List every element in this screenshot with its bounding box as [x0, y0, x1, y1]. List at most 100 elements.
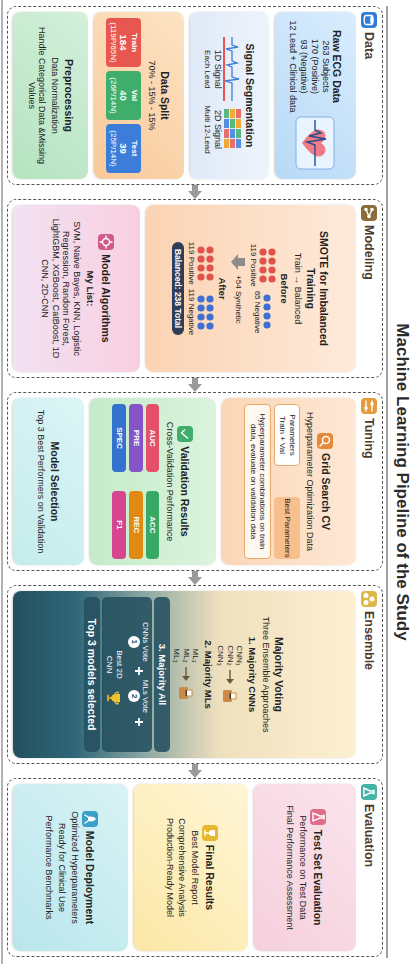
body-text: Production-Ready Model [164, 818, 175, 917]
body-text: 70% - 15% - 15% [146, 60, 157, 130]
stage-arrow [188, 378, 202, 392]
box-title: Final Results [204, 845, 217, 910]
edge-rule [2, 0, 3, 964]
icon [361, 591, 377, 607]
icon-holder [134, 666, 144, 676]
chip-box: REC [129, 491, 143, 559]
text-row: Model Selection [48, 404, 61, 559]
icon-holder [177, 426, 193, 442]
text-row: After [217, 211, 228, 366]
body-text: Ready for Clinical Use [56, 823, 67, 912]
body-text: Optimized Hyperparameters [69, 811, 80, 924]
chip-box: Val40(26P/14N) [106, 71, 141, 120]
sample-dots [196, 294, 215, 331]
text-row: Three Ensemble Approaches [260, 597, 271, 752]
text-row: Preprocessing [62, 18, 75, 173]
body-text: Best Model Report [189, 830, 200, 905]
child-area: SMOTE for Imbalanced TrainingTrain → Bal… [13, 205, 356, 372]
text-row: Optimized Hyperparameters [69, 790, 80, 945]
icon [361, 784, 377, 800]
small-text: Multi 12-Lead [203, 105, 213, 153]
small-text: CNNs Vote [141, 622, 151, 662]
section-title: 40 [118, 90, 129, 101]
body-text: Three Ensemble Approaches [260, 616, 271, 732]
text-row: SMOTE for Imbalanced Training [305, 211, 330, 366]
chip-box: Hyperparameter combinations on train dat… [244, 404, 271, 559]
icon [310, 809, 326, 825]
small-text: CNN₁ [235, 645, 245, 665]
text-row: 119 Positive65 Negative [248, 211, 277, 366]
process-box: Signal Segmentation1D SignalEach Lead2D … [190, 12, 269, 179]
text-row: Before [279, 211, 290, 366]
body-text: SVM, Naive Bayes, KNN, Logistic Regressi… [39, 211, 82, 366]
text-row: Test [129, 125, 139, 172]
title-rule [387, 6, 388, 958]
panel-heading: Ensemble [362, 611, 377, 670]
chip-box: ACC [146, 491, 160, 559]
text-row: Comprehensive Analysis [177, 790, 188, 945]
icon [98, 234, 114, 250]
text-row: Majority Voting [273, 597, 286, 752]
icon-holder [361, 205, 377, 221]
text-row: Top 3 Best Performers on Validation [36, 404, 47, 559]
icon [202, 825, 218, 841]
chip-box: ParametersTrain + Val [274, 404, 299, 466]
text-group: 119 Negative [186, 289, 215, 336]
small-text: MLs Vote [141, 680, 151, 713]
chip-box: Train184(119P/65N) [106, 18, 141, 67]
text-group: CNN₁CNN₂CNN₃ [216, 645, 245, 666]
small-text: 119 Positive [186, 242, 196, 285]
small-text: REC [131, 516, 141, 533]
text-row: Handle Categorical Data &Missing Values [26, 18, 48, 173]
box-title: Model Algorithms [99, 254, 112, 342]
text-group: CNNs Vote1 [128, 622, 151, 662]
icon [82, 811, 98, 827]
small-text: CNN₂ [225, 645, 235, 665]
body-text: Final Performance Assessment [284, 805, 295, 930]
small-text: Best 2D CNN [104, 644, 123, 686]
text-row: AUC [148, 405, 158, 471]
stage-arrow [188, 571, 202, 585]
icon-holder [361, 12, 377, 28]
icon [361, 398, 377, 414]
total-badge: Balanced: 238 Total [172, 242, 184, 335]
text-group: MLs Vote2 [128, 680, 151, 713]
text-row: (25P/14N) [108, 125, 118, 172]
text-row: Ensemble [361, 591, 377, 758]
text-row: Raw ECG Data263 Subjects170 (Positive)93… [287, 18, 343, 173]
icon-holder [310, 809, 326, 825]
text-row: My List: [84, 211, 95, 366]
box-title: Data Split [159, 71, 172, 119]
small-text: F1 [114, 520, 124, 529]
child-area: ParametersTrain + ValBest ParametersHype… [244, 404, 299, 559]
stage-panel: Evaluation Test Set EvaluationPerformance… [7, 778, 383, 957]
arrow-head [188, 770, 202, 778]
process-box: Model SelectionTop 3 Best Performers on … [13, 398, 84, 565]
arrow-head [188, 191, 202, 199]
small-text: CNN₃ [216, 645, 226, 666]
process-box: Validation ResultsCross-Validation Perfo… [90, 398, 216, 565]
text-row: ML₁ML₂ML₃ [172, 597, 201, 752]
process-box: Data Split70% - 15% - 15% Train184(119P/6… [94, 12, 185, 179]
small-text: Val [129, 90, 139, 102]
child-area: Grid Search CVHyperparameter Optimizatio… [13, 398, 356, 565]
icon [361, 12, 377, 28]
icon [361, 205, 377, 221]
vote-icon [222, 688, 238, 704]
signal-1d [223, 37, 241, 101]
body-text: Performance Benchmarks [43, 815, 54, 919]
text-row: PRE [131, 405, 141, 471]
text-row: Data [361, 12, 377, 179]
text-group: Best 2D CNN [104, 644, 123, 686]
box-title: Preprocessing [62, 59, 75, 132]
text-row: Evaluation [361, 784, 377, 951]
plus-sign [134, 717, 144, 727]
text-row: Val [129, 72, 139, 119]
child-area: Test Set EvaluationPerformance on Test D… [13, 784, 356, 951]
text-row: Final Performance Assessment [284, 790, 295, 945]
text-row: Cross-Validation Performance [164, 404, 175, 559]
stage-panel: ModelingSMOTE for Imbalanced TrainingTra… [7, 199, 383, 378]
process-box: PreprocessingData NormalizationHandle Ca… [13, 12, 88, 179]
icon-holder [222, 688, 238, 704]
box-title: Grid Search CV [319, 453, 332, 530]
